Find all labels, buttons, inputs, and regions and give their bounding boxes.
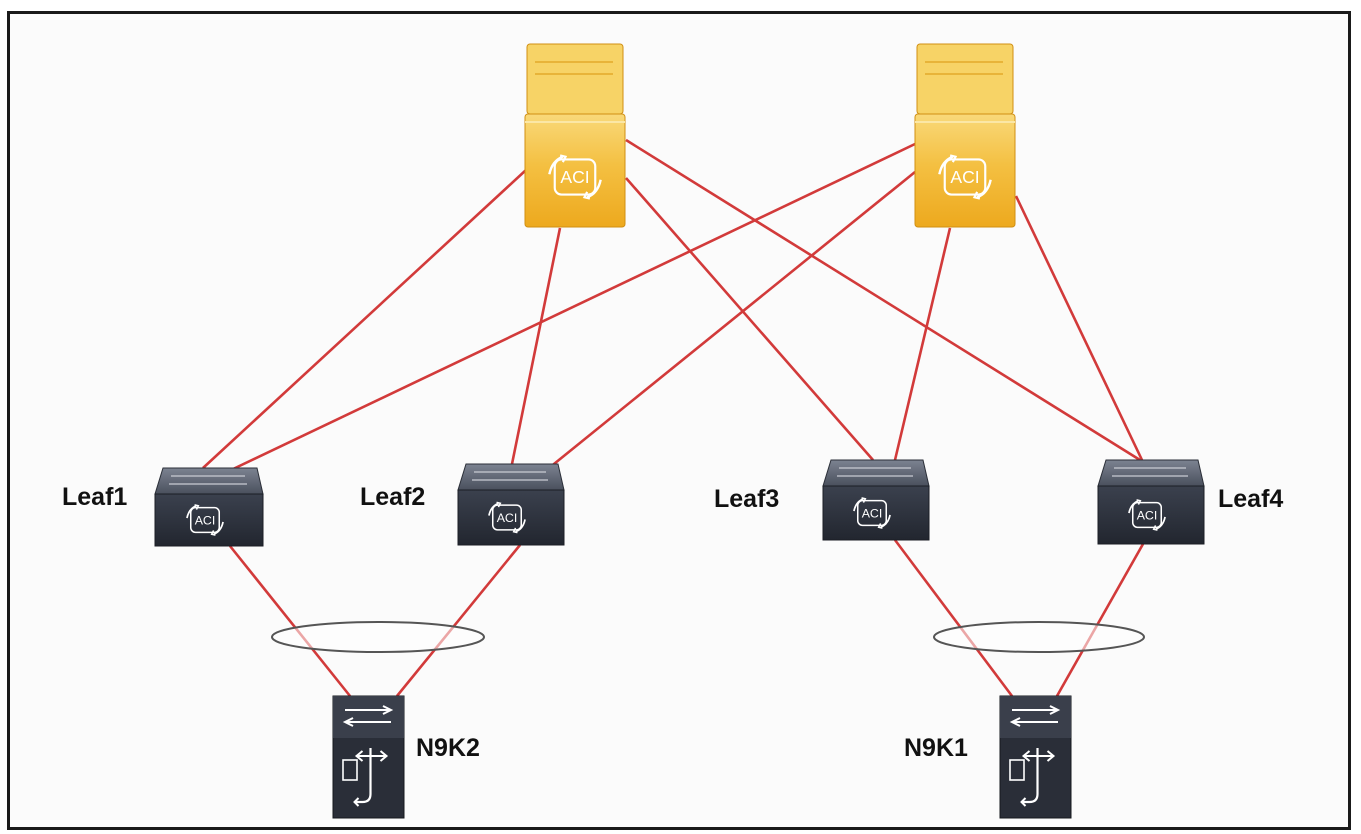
link-spine2-leaf4 bbox=[1014, 195, 1144, 461]
nexus-switch-icon-n9k1 bbox=[999, 695, 1072, 819]
nexus-switch-icon-n9k2 bbox=[332, 695, 405, 819]
link-spine2-leaf2 bbox=[548, 170, 916, 470]
link-spine1-leaf2 bbox=[510, 227, 562, 465]
leaf2-label: Leaf2 bbox=[360, 483, 426, 511]
aci-leaf-switch-icon-leaf4: ACI bbox=[1097, 459, 1205, 545]
port-channel-layer bbox=[271, 621, 1145, 653]
aci-badge-leaf2: ACI bbox=[488, 501, 526, 534]
acl-spine-icon-spine2: ACI bbox=[914, 43, 1016, 228]
aci-badge-leaf3: ACI bbox=[853, 497, 891, 529]
acl-spine-icon-spine1: ACI bbox=[524, 43, 626, 228]
aci-badge-spine2: ACI bbox=[938, 154, 992, 200]
links-layer bbox=[202, 138, 1145, 697]
link-spine1-leaf3 bbox=[625, 177, 874, 461]
aci-leaf-switch-icon-leaf1: ACI bbox=[154, 467, 264, 547]
n9k2-label: N9K2 bbox=[416, 734, 480, 762]
aci-badge-leaf2-text: ACI bbox=[497, 511, 518, 525]
link-spine1-leaf4 bbox=[625, 138, 1141, 462]
aci-badge-spine1: ACI bbox=[548, 154, 602, 200]
link-leaf4-n9k1 bbox=[1055, 543, 1145, 697]
link-spine1-leaf1 bbox=[202, 169, 527, 469]
link-leaf2-n9k2 bbox=[395, 544, 522, 697]
link-spine2-leaf3 bbox=[893, 227, 952, 461]
diagram-frame bbox=[7, 11, 1351, 830]
port-channel-vpc-left bbox=[271, 621, 485, 653]
leaf3-label: Leaf3 bbox=[714, 485, 780, 513]
aci-badge-leaf1: ACI bbox=[186, 504, 224, 536]
aci-badge-leaf4: ACI bbox=[1128, 499, 1166, 531]
aci-badge-spine1-text: ACI bbox=[560, 167, 589, 187]
n9k1-label: N9K1 bbox=[904, 734, 968, 762]
nodes-layer: ACI ACI ACI ACI ACI ACI bbox=[154, 43, 1205, 819]
aci-leaf-switch-icon-leaf3: ACI bbox=[822, 459, 930, 541]
aci-badge-leaf1-text: ACI bbox=[195, 513, 216, 527]
aci-badge-leaf4-text: ACI bbox=[1137, 508, 1158, 522]
link-spine2-leaf1 bbox=[230, 142, 916, 472]
aci-badge-leaf3-text: ACI bbox=[862, 506, 883, 520]
aci-badge-spine2-text: ACI bbox=[950, 167, 979, 187]
link-leaf3-n9k1 bbox=[893, 539, 1014, 697]
port-channel-vpc-right bbox=[933, 621, 1145, 653]
leaf1-label: Leaf1 bbox=[62, 483, 128, 511]
aci-leaf-switch-icon-leaf2: ACI bbox=[457, 463, 565, 546]
leaf4-label: Leaf4 bbox=[1218, 485, 1284, 513]
link-leaf1-n9k2 bbox=[228, 545, 352, 697]
